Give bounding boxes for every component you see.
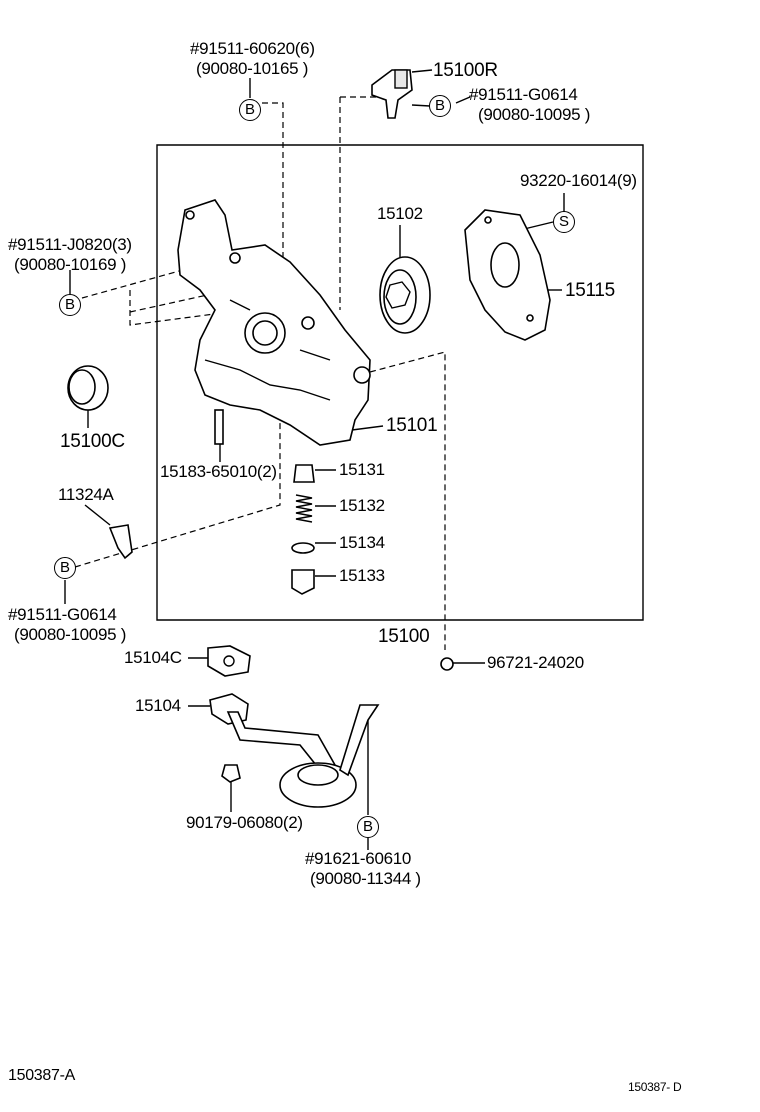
callout-circle-b-top: B: [239, 99, 261, 121]
rotor-label: 15102: [377, 204, 423, 223]
circle-letter-icon: S: [558, 213, 569, 230]
stud-label: 15183-65010(2): [160, 462, 277, 481]
circle-letter-icon: B: [59, 559, 70, 576]
stud-drawing: [214, 409, 224, 445]
callout-circle-b-left: B: [59, 294, 81, 316]
spring-label: 15132: [339, 496, 385, 515]
bracket-label: 11324A: [58, 485, 114, 504]
strainer-gasket-drawing: [207, 645, 251, 677]
strainer-label: 15104: [135, 696, 181, 715]
strainer-drawing: [209, 693, 380, 808]
callout-strainer-alt: (90080-11344 ): [310, 869, 421, 888]
gasket-label: 15134: [339, 533, 385, 552]
circle-letter-icon: B: [362, 818, 373, 835]
nut-drawing: [221, 764, 241, 783]
strainer-gasket-label: 15104C: [124, 648, 182, 667]
pump-body-drawing: [177, 199, 371, 446]
callout-circle-b-strainer: B: [357, 816, 379, 838]
circle-letter-icon: B: [434, 97, 445, 114]
seal-label: 15100C: [60, 431, 125, 452]
callout-top-part: #91511-60620(6): [190, 39, 315, 58]
bracket-drawing: [108, 524, 133, 560]
oring-drawing: [440, 657, 454, 671]
relief-valve-drawing: [291, 464, 315, 595]
callout-sensor-part: #91511-G0614: [469, 85, 578, 104]
sensor-label: 15100R: [433, 60, 498, 81]
cover-label: 15115: [565, 280, 615, 301]
callout-circle-b-sensor: B: [429, 95, 451, 117]
cover-plate-drawing: [464, 209, 551, 341]
rotor-drawing: [379, 256, 431, 334]
callout-left-part: #91511-J0820(3): [8, 235, 132, 254]
callout-bracket-part: #91511-G0614: [8, 605, 117, 624]
circle-letter-icon: B: [244, 101, 255, 118]
callout-bracket-alt: (90080-10095 ): [14, 625, 127, 644]
sensor-part-drawing: [371, 69, 413, 119]
solid-leaders: [64, 69, 565, 850]
oring-label: 96721-24020: [487, 653, 584, 672]
callout-left-alt: (90080-10169 ): [14, 255, 127, 274]
callout-circle-s-cover: S: [553, 211, 575, 233]
oil-seal-drawing: [67, 365, 109, 411]
figure-id: 150387-A: [8, 1067, 75, 1084]
plug-label: 15133: [339, 566, 385, 585]
assembly-label: 15100: [378, 626, 430, 647]
circle-letter-icon: B: [64, 296, 75, 313]
nut-label: 90179-06080(2): [186, 813, 303, 832]
callout-circle-b-bracket: B: [54, 557, 76, 579]
callout-strainer-part: #91621-60610: [305, 849, 412, 868]
assembly-frame: [156, 144, 644, 621]
callout-sensor-alt: (90080-10095 ): [478, 105, 591, 124]
callout-cover-part: 93220-16014(9): [520, 171, 637, 190]
body-label: 15101: [386, 415, 438, 436]
valve-label: 15131: [339, 460, 385, 479]
figure-id-small: 150387- D: [628, 1080, 682, 1094]
callout-top-alt: (90080-10165 ): [196, 59, 309, 78]
